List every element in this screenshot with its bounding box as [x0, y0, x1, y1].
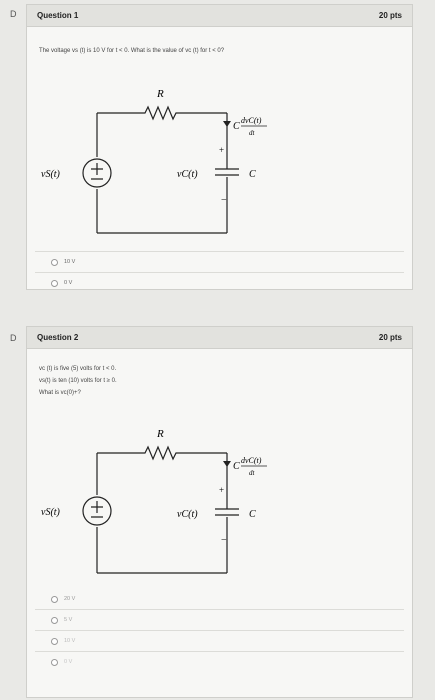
- flag-icon[interactable]: D: [10, 9, 17, 19]
- answer-label: 0 V: [64, 280, 73, 286]
- radio-button[interactable]: [51, 658, 58, 666]
- answer-label: 10 V: [64, 259, 76, 265]
- flag-icon[interactable]: D: [10, 333, 17, 343]
- voltage-source-signs: [91, 163, 103, 180]
- radio-button[interactable]: [51, 616, 58, 624]
- resistor-symbol: [97, 105, 227, 121]
- answer-option[interactable]: 10 V: [27, 252, 412, 272]
- cap-voltage-label: vC(t): [177, 169, 198, 180]
- answer-label: 20 V: [64, 596, 76, 602]
- voltage-source-circle: [82, 496, 112, 526]
- plus-sign: +: [219, 145, 224, 155]
- current-prefix: C: [233, 121, 240, 132]
- question-2-title: Question 2: [37, 333, 79, 342]
- answer-option[interactable]: 20 V: [27, 589, 412, 609]
- answer-label: 0 V: [64, 659, 73, 665]
- minus-sign: −: [221, 535, 227, 546]
- minus-sign: −: [221, 195, 227, 206]
- question-1-prompt: The voltage vs (t) is 10 V for t < 0. Wh…: [39, 48, 225, 54]
- cap-label: C: [249, 509, 256, 520]
- current-denominator: dt: [249, 129, 256, 137]
- answer-option[interactable]: 5 V: [27, 610, 412, 630]
- question-2-prompt: vc (t) is five (5) volts for t < 0. vs(t…: [27, 349, 412, 399]
- answer-option[interactable]: 0 V: [27, 273, 412, 293]
- prompt-line: What is vc(0)+?: [39, 390, 81, 396]
- source-label: vS(t): [41, 169, 61, 180]
- question-2-points: 20 pts: [378, 333, 402, 342]
- answer-option[interactable]: 0 V: [27, 652, 412, 672]
- voltage-source-circle: [82, 158, 112, 188]
- resistor-label: R: [156, 428, 164, 440]
- source-label: vS(t): [41, 507, 61, 518]
- question-1-circuit-diagram: R vS(t) vC(t) C C dvC(t) dt + −: [41, 88, 267, 234]
- question-1-title: Question 1: [37, 11, 79, 20]
- radio-button[interactable]: [51, 279, 58, 287]
- radio-button[interactable]: [51, 637, 58, 645]
- voltage-source-signs: [91, 501, 103, 518]
- resistor-label: R: [156, 88, 164, 100]
- question-1-header: Question 1 20 pts: [27, 5, 412, 27]
- resistor-symbol: [97, 445, 227, 461]
- current-denominator: dt: [249, 469, 256, 477]
- answer-label: 5 V: [64, 617, 73, 623]
- current-arrow-icon: [223, 121, 231, 127]
- radio-button[interactable]: [51, 258, 58, 266]
- plus-sign: +: [219, 485, 224, 495]
- answer-option[interactable]: 10 V: [27, 631, 412, 651]
- prompt-line: vs(t) is ten (10) volts for t ≥ 0.: [39, 378, 117, 384]
- radio-button[interactable]: [51, 595, 58, 603]
- current-arrow-icon: [223, 461, 231, 467]
- question-2-card: Question 2 20 pts vc (t) is five (5) vol…: [26, 326, 413, 698]
- prompt-line: vc (t) is five (5) volts for t < 0.: [39, 366, 117, 372]
- question-2-header: Question 2 20 pts: [27, 327, 412, 349]
- cap-voltage-label: vC(t): [177, 509, 198, 520]
- cap-label: C: [249, 169, 256, 180]
- answer-label: 10 V: [64, 638, 76, 644]
- question-2-circuit-diagram: R vS(t) vC(t) C C dvC(t) dt + −: [41, 428, 267, 574]
- current-numerator: dvC(t): [241, 456, 262, 465]
- current-prefix: C: [233, 461, 240, 472]
- current-numerator: dvC(t): [241, 116, 262, 125]
- question-1-card: Question 1 20 pts The voltage vs (t) is …: [26, 4, 413, 290]
- question-1-points: 20 pts: [378, 11, 402, 20]
